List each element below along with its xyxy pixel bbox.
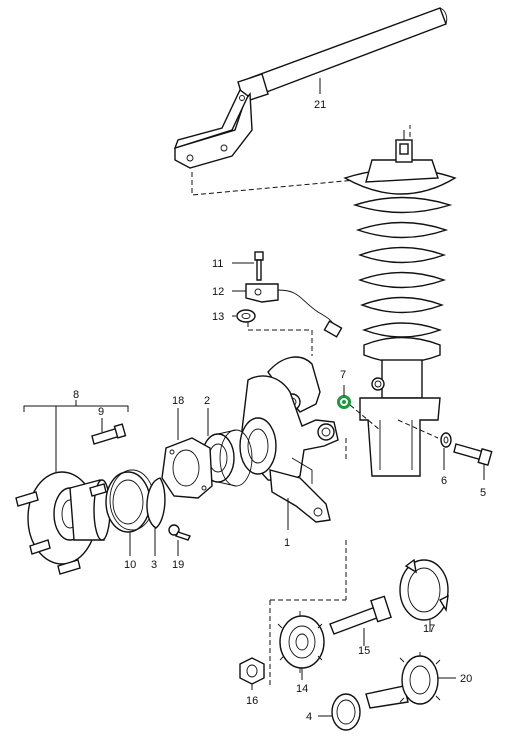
callout-15: 15 bbox=[358, 645, 370, 657]
guide-line-sensor bbox=[247, 322, 313, 356]
callout-2: 2 bbox=[204, 395, 210, 407]
bolt-part-5[interactable] bbox=[453, 443, 493, 466]
washer-part-13[interactable] bbox=[236, 309, 256, 323]
callout-19: 19 bbox=[172, 559, 184, 571]
strut-assembly[interactable] bbox=[343, 130, 457, 477]
callout-17: 17 bbox=[423, 623, 435, 635]
callout-3: 3 bbox=[151, 559, 157, 571]
callout-18: 18 bbox=[172, 395, 184, 407]
washer-part-6[interactable] bbox=[440, 432, 452, 448]
drive-shaft-part-20[interactable] bbox=[365, 652, 441, 709]
callout-8: 8 bbox=[73, 389, 79, 401]
circlip-part-3[interactable] bbox=[146, 477, 166, 529]
guide-line-lower bbox=[269, 438, 347, 688]
callout-16: 16 bbox=[246, 695, 258, 707]
bracket-8 bbox=[23, 400, 129, 412]
guide-line-7 bbox=[349, 404, 381, 431]
cover-plate-part-17[interactable] bbox=[399, 558, 449, 621]
callout-4: 4 bbox=[306, 711, 312, 723]
callout-9: 9 bbox=[98, 406, 104, 418]
callout-7: 7 bbox=[340, 369, 346, 381]
callout-14: 14 bbox=[296, 683, 308, 695]
sealing-ring-part-4[interactable] bbox=[331, 693, 361, 731]
wheel-carrier-part-1[interactable] bbox=[239, 356, 339, 523]
callout-5: 5 bbox=[480, 487, 486, 499]
speed-sensor-part-12[interactable] bbox=[245, 283, 343, 338]
nut-part-7[interactable] bbox=[337, 395, 351, 409]
callout-10: 10 bbox=[124, 559, 136, 571]
bolt-part-15[interactable] bbox=[329, 595, 392, 635]
bolt-part-19[interactable] bbox=[168, 524, 191, 541]
callout-20: 20 bbox=[460, 673, 472, 685]
stabilizer-bar-part-21[interactable] bbox=[173, 7, 448, 169]
callout-6: 6 bbox=[441, 475, 447, 487]
nut-part-16[interactable] bbox=[239, 657, 265, 685]
screw-part-11[interactable] bbox=[254, 251, 264, 281]
rotor-ring-part-10[interactable] bbox=[105, 469, 155, 533]
splash-shield-part-18[interactable] bbox=[161, 437, 213, 499]
gear-ring-part-14[interactable] bbox=[277, 611, 325, 673]
coil-spring bbox=[352, 196, 453, 338]
callout-1: 1 bbox=[284, 537, 290, 549]
callout-11: 11 bbox=[212, 258, 223, 270]
wheel-bolt-part-9[interactable] bbox=[91, 423, 127, 445]
callout-13: 13 bbox=[212, 311, 224, 323]
wheel-hub-part-8[interactable] bbox=[15, 471, 111, 575]
callout-21: 21 bbox=[314, 99, 326, 111]
callout-12: 12 bbox=[212, 286, 224, 298]
guide-line-6 bbox=[397, 419, 439, 439]
